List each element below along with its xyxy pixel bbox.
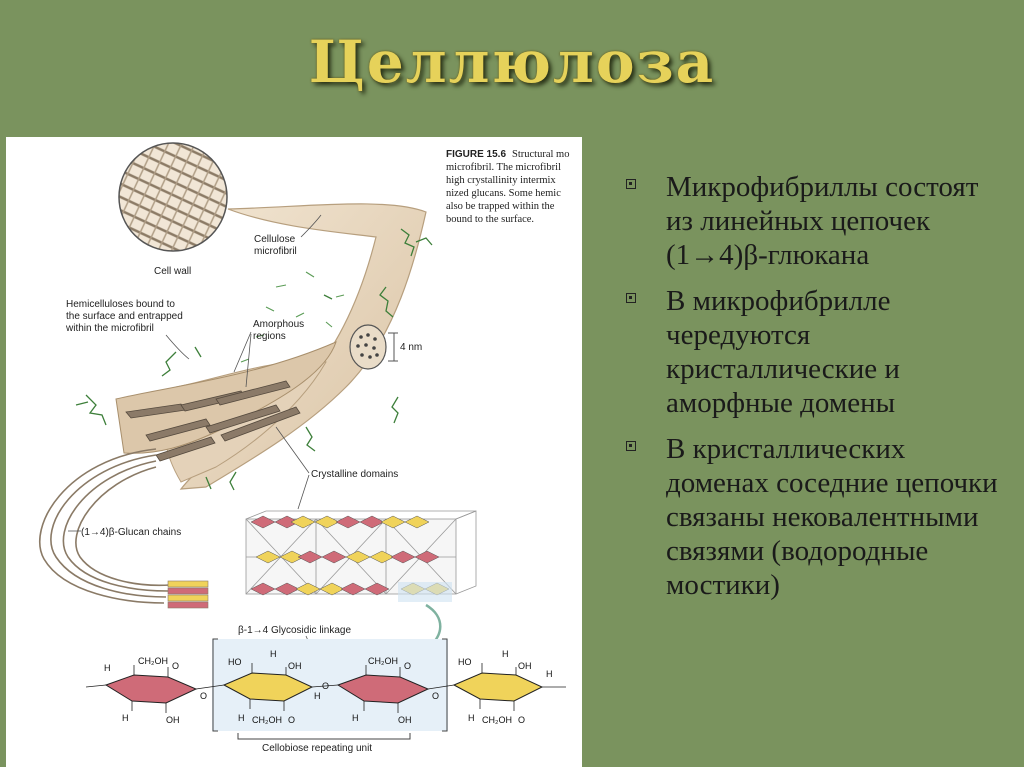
amorphous-label-2: regions — [253, 331, 286, 342]
cell-wall-label: Cell wall — [154, 266, 191, 277]
microfibril-cross-section — [349, 324, 387, 370]
svg-text:OH: OH — [518, 661, 532, 671]
svg-text:OH: OH — [288, 661, 302, 671]
cellulose-figure: FIGURE 15.6 Structural mo microfibril. T… — [6, 137, 582, 767]
glucan-chains-label: (1→4)β-Glucan chains — [81, 527, 181, 538]
hemicellulose-label-3: within the microfibril — [65, 323, 154, 334]
caption-line-2: microfibril. The microfibril — [446, 162, 561, 173]
svg-text:O: O — [288, 715, 295, 725]
amorphous-label-1: Amorphous — [253, 319, 304, 330]
svg-text:H: H — [104, 663, 111, 673]
bullet-item: Микрофибриллы состоят из линейных цепоче… — [620, 170, 1010, 272]
cell-wall-circle — [118, 142, 228, 252]
crystalline-segments — [125, 380, 301, 462]
bullet-text: В микрофибрилле чередуются кристаллическ… — [666, 285, 900, 419]
svg-text:CH₂OH: CH₂OH — [368, 656, 398, 666]
bullet-square-icon — [626, 293, 636, 303]
svg-text:H: H — [352, 713, 359, 723]
svg-text:H: H — [468, 713, 475, 723]
hemicellulose-dashes — [240, 271, 345, 363]
caption-line-5: also be trapped within the — [446, 201, 555, 212]
glucan-chain-ends — [167, 580, 209, 609]
cellulose-diagram: FIGURE 15.6 Structural mo microfibril. T… — [39, 142, 569, 754]
crystalline-label: Crystalline domains — [311, 469, 398, 480]
caption-line-3: high crystallinity intermix — [446, 175, 556, 186]
bullet-text: Микрофибриллы состоят из линейных цепоче… — [666, 171, 979, 271]
cellulose-label-2: microfibril — [254, 246, 297, 257]
cross-section-dots — [356, 333, 379, 359]
svg-text:H: H — [502, 649, 509, 659]
svg-text:O: O — [518, 715, 525, 725]
cellulose-label-1: Cellulose — [254, 234, 296, 245]
caption-line-6: bound to the surface. — [446, 214, 534, 225]
glucose-bonds — [85, 663, 566, 713]
svg-text:O: O — [404, 661, 411, 671]
bullet-square-icon — [626, 441, 636, 451]
bullet-square-icon — [626, 179, 636, 189]
svg-text:CH₂OH: CH₂OH — [482, 715, 512, 725]
svg-text:H: H — [270, 649, 277, 659]
svg-text:H: H — [314, 691, 321, 701]
svg-text:OH: OH — [166, 715, 180, 725]
svg-text:CH₂OH: CH₂OH — [138, 656, 168, 666]
svg-text:O: O — [432, 691, 439, 701]
hemicellulose-strands — [75, 228, 433, 491]
bullet-text: В кристаллических доменах соседние цепоч… — [666, 433, 998, 601]
hemicellulose-label-2: the surface and entrapped — [66, 311, 183, 322]
bullet-item: В кристаллических доменах соседние цепоч… — [620, 432, 1010, 602]
svg-text:H: H — [238, 713, 245, 723]
caption-line-4: nized glucans. Some hemic — [446, 188, 561, 199]
svg-text:H: H — [546, 669, 553, 679]
glucan-chains — [39, 448, 171, 604]
svg-text:OH: OH — [398, 715, 412, 725]
bullet-list: Микрофибриллы состоят из линейных цепоче… — [620, 170, 1010, 614]
hemicellulose-label-1: Hemicelluloses bound to — [66, 299, 175, 310]
chemical-labels: CH₂OH O H H OH O HO H OH H CH₂OH O H O C… — [104, 649, 553, 725]
glycosidic-label: β-1→4 Glycosidic linkage — [238, 625, 351, 636]
diameter-label: 4 nm — [400, 342, 422, 353]
svg-text:HO: HO — [458, 657, 472, 667]
svg-text:HO: HO — [228, 657, 242, 667]
svg-text:H: H — [122, 713, 129, 723]
svg-text:O: O — [322, 681, 329, 691]
crystal-lattice — [245, 510, 477, 602]
svg-text:O: O — [172, 661, 179, 671]
bullet-item: В микрофибрилле чередуются кристаллическ… — [620, 284, 1010, 420]
caption-line-1: Structural mo — [512, 149, 569, 160]
figure-label: FIGURE 15.6 — [446, 149, 506, 160]
cellobiose-bracket — [237, 733, 411, 740]
glucose-rings — [104, 672, 544, 704]
svg-text:CH₂OH: CH₂OH — [252, 715, 282, 725]
svg-text:O: O — [200, 691, 207, 701]
cellobiose-label: Cellobiose repeating unit — [262, 743, 372, 754]
slide-title: Целлюлоза — [308, 28, 716, 96]
